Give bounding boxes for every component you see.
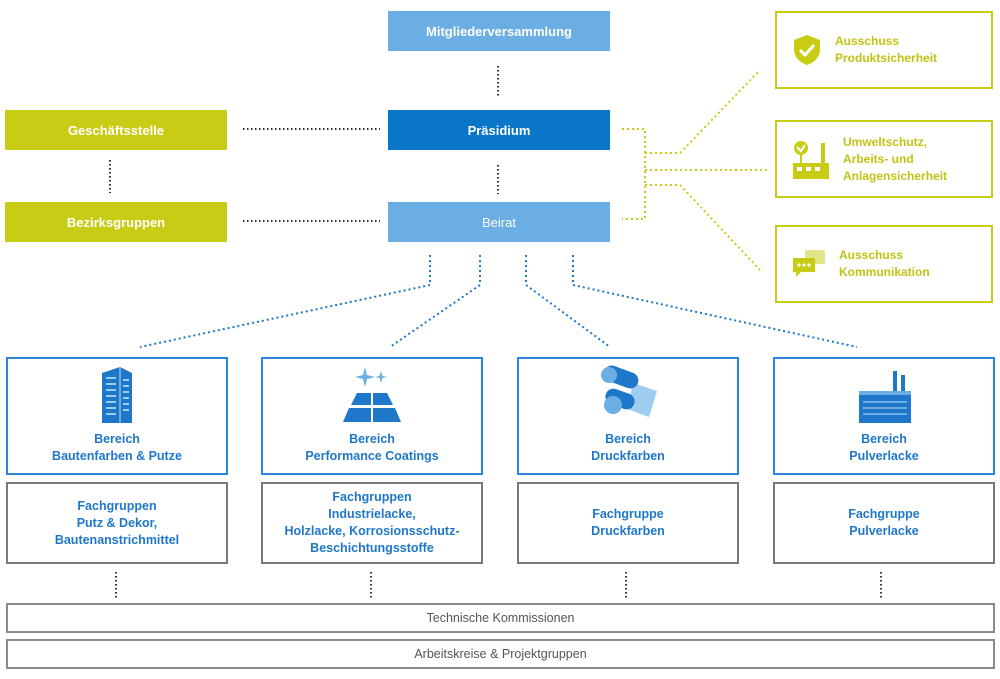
- speech-bubbles-icon: [793, 250, 825, 277]
- group-1-line2: Putz & Dekor,: [76, 515, 158, 530]
- print-rollers-icon: [601, 365, 657, 417]
- area-pulverlacke: Bereich Pulverlacke: [773, 357, 995, 475]
- mitgliederversammlung-label: Mitgliederversammlung: [426, 23, 572, 39]
- group-2-line2: Industrielacke,: [328, 507, 416, 521]
- group-4-line1: Fachgruppe: [848, 507, 920, 521]
- building-icon: [102, 367, 132, 423]
- committee-umweltschutz: Umweltschutz, Arbeits- und Anlagensicher…: [775, 120, 993, 198]
- area-4-line1: Bereich: [861, 432, 907, 446]
- bezirksgruppen-box: Bezirksgruppen: [5, 202, 227, 242]
- beirat-label: Beirat: [482, 214, 516, 230]
- area-druckfarben: Bereich Druckfarben: [517, 357, 739, 475]
- group-druckfarben: Fachgruppe Druckfarben: [517, 482, 739, 564]
- committee-3-line1: Ausschuss: [839, 248, 904, 262]
- group-2-line4: Beschichtungsstoffe: [310, 541, 434, 555]
- shield-check-icon: [794, 35, 820, 65]
- area-4-line2: Pulverlacke: [849, 449, 919, 463]
- praesidium-box: Präsidium: [388, 110, 610, 150]
- mitgliederversammlung-box: Mitgliederversammlung: [388, 11, 610, 51]
- committee-1-line1: Ausschuss: [835, 34, 900, 48]
- area-1-line2: Bautenfarben & Putze: [52, 449, 182, 463]
- geschaeftsstelle-box: Geschäftsstelle: [5, 110, 227, 150]
- group-4-line2: Pulverlacke: [849, 524, 919, 538]
- group-1-line3: Bautenanstrichmittel: [54, 532, 180, 547]
- committee-1-line2: Produktsicherheit: [835, 51, 938, 65]
- technische-kommissionen-label: Technische Kommissionen: [426, 611, 575, 625]
- arbeitskreise-bar: Arbeitskreise & Projektgruppen: [6, 639, 995, 669]
- area-3-line1: Bereich: [605, 432, 651, 446]
- group-3-line2: Druckfarben: [591, 524, 665, 538]
- group-performance-coatings: Fachgruppen Industrielacke, Holzlacke, K…: [261, 482, 483, 564]
- geschaeftsstelle-label: Geschäftsstelle: [67, 122, 165, 138]
- area-2-line1: Bereich: [349, 432, 395, 446]
- group-1-line1: Fachgruppen: [77, 498, 157, 513]
- factory-icon: [859, 371, 911, 423]
- committee-3-line2: Kommunikation: [839, 265, 930, 279]
- area-2-line2: Performance Coatings: [305, 449, 439, 463]
- area-1-line1: Bereich: [94, 432, 140, 446]
- technische-kommissionen-bar: Technische Kommissionen: [6, 603, 995, 633]
- area-performance-coatings: Bereich Performance Coatings: [261, 357, 483, 475]
- group-2-line3: Holzlacke, Korrosionsschutz-: [284, 524, 460, 538]
- group-pulverlacke: Fachgruppe Pulverlacke: [773, 482, 995, 564]
- committee-2-line2: Arbeits- und: [843, 151, 914, 166]
- group-2-line1: Fachgruppen: [332, 490, 412, 504]
- arbeitskreise-label: Arbeitskreise & Projektgruppen: [414, 647, 587, 661]
- beirat-box: Beirat: [388, 202, 610, 242]
- solar-sparkle-icon: [343, 367, 401, 422]
- area-bautenfarben: Bereich Bautenfarben & Putze: [6, 357, 228, 475]
- factory-eco-icon: [793, 141, 829, 179]
- group-bautenfarben: Fachgruppen Putz & Dekor, Bautenanstrich…: [6, 482, 228, 564]
- committee-kommunikation: Ausschuss Kommunikation: [775, 225, 993, 303]
- committee-produktsicherheit: Ausschuss Produktsicherheit: [775, 11, 993, 89]
- committee-2-line3: Anlagensicherheit: [843, 168, 948, 183]
- bezirksgruppen-label: Bezirksgruppen: [66, 214, 166, 230]
- group-3-line1: Fachgruppe: [592, 507, 664, 521]
- praesidium-label: Präsidium: [467, 122, 531, 138]
- committee-2-line1: Umweltschutz,: [843, 134, 928, 149]
- area-3-line2: Druckfarben: [591, 449, 665, 463]
